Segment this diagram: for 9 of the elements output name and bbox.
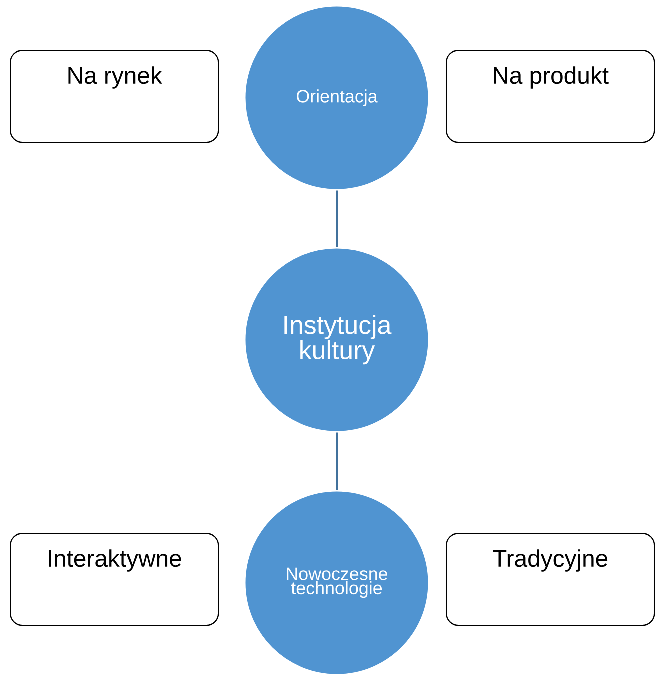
text-box: Interaktywne bbox=[10, 533, 220, 626]
text-box: Na produkt bbox=[446, 50, 655, 144]
circle-node: Orientacja bbox=[244, 5, 430, 191]
circle-node: Nowoczesne technologie bbox=[244, 490, 430, 676]
connector-line bbox=[336, 190, 338, 248]
text-box: Na rynek bbox=[10, 50, 220, 144]
circle-node: Instytucja kultury bbox=[244, 247, 430, 433]
text-box: Tradycyjne bbox=[446, 533, 655, 626]
connector-line bbox=[336, 432, 338, 490]
